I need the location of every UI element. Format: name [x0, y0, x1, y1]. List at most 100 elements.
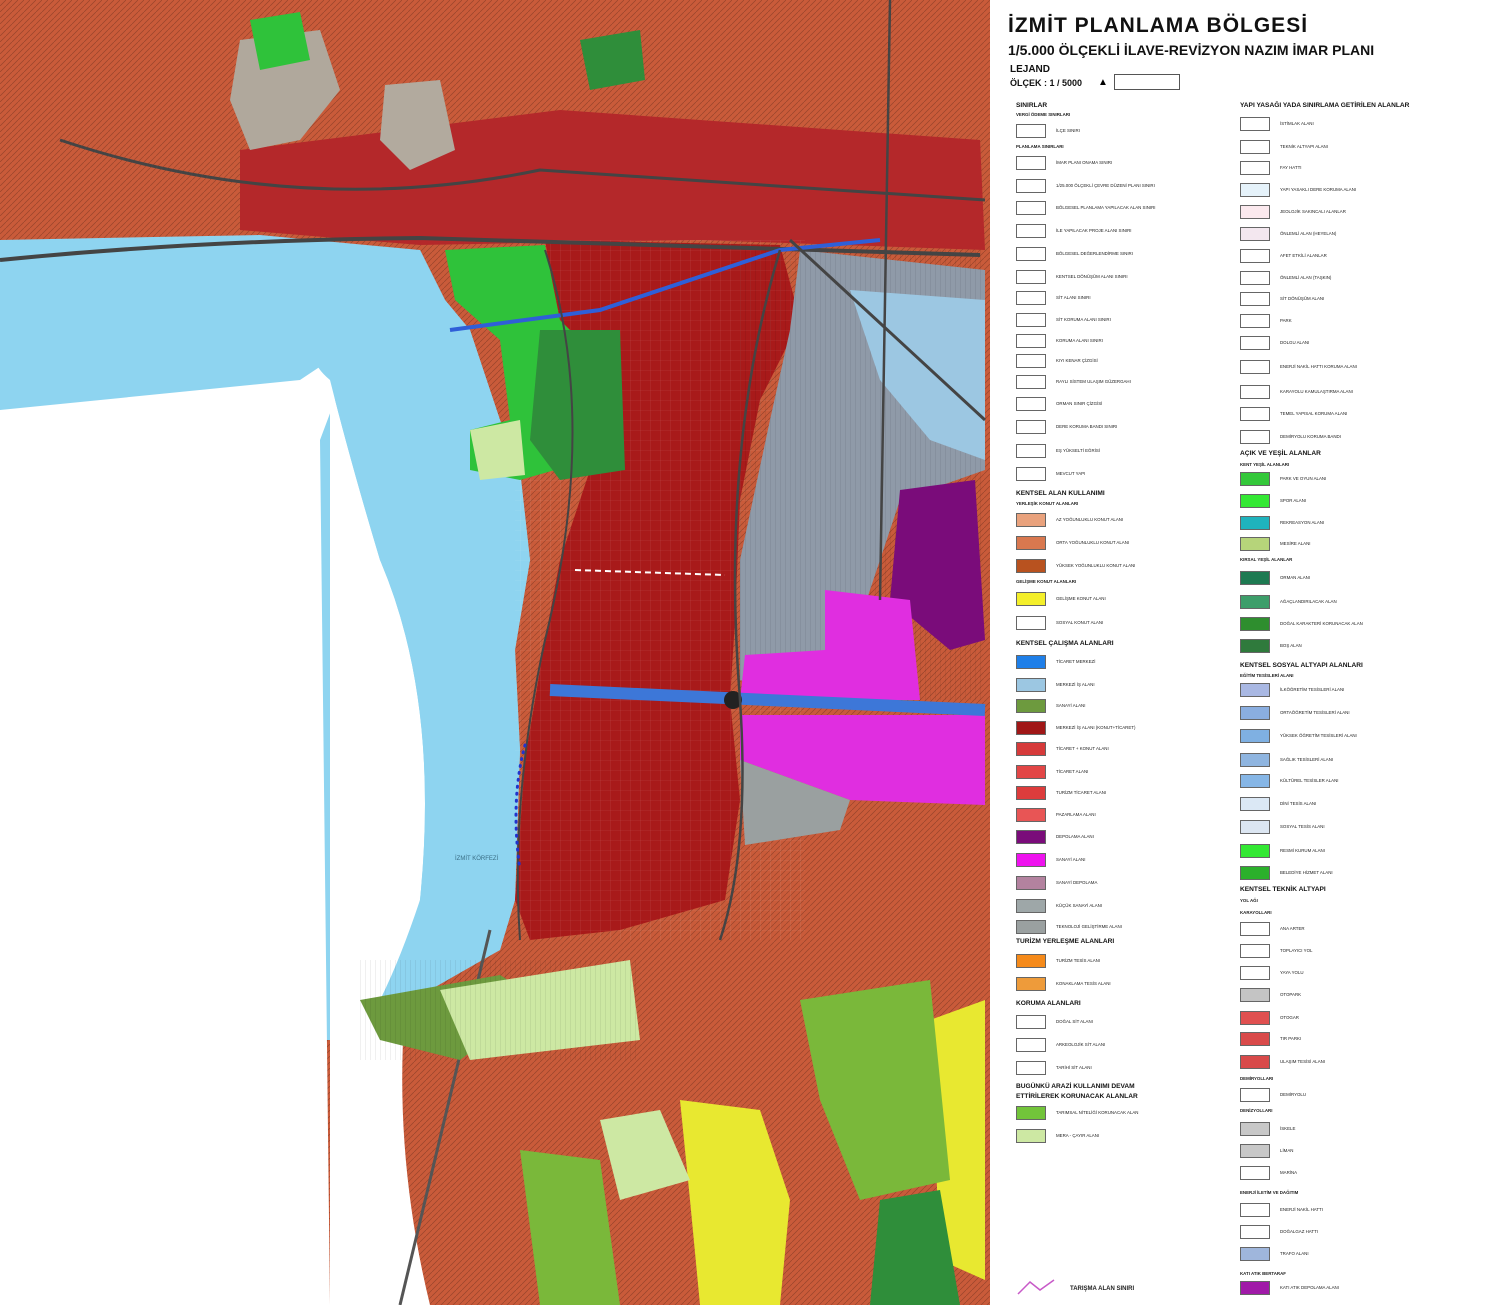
legend-swatch: [1240, 820, 1270, 834]
coast-dots: [514, 743, 527, 872]
legend-item-label: KARAYOLU KAMULAŞTIRMA ALANI: [1280, 389, 1353, 394]
legend-swatch: [1240, 1088, 1270, 1102]
legend-item: SİT DÖNÜŞÜM ALANI: [1240, 292, 1490, 307]
industry-magenta-2: [740, 715, 985, 805]
map-canvas[interactable]: İZMİT KÖRFEZİ: [0, 0, 990, 1305]
legend-item-label: TRAFO ALANI: [1280, 1251, 1309, 1256]
legend-item-label: TİCARET + KONUT ALANI: [1056, 746, 1109, 751]
legend-item: BELEDİYE HİZMET ALANI: [1240, 866, 1490, 881]
legend-item-label: FAY HATTI: [1280, 165, 1302, 170]
legend-item: EŞ YÜKSELTİ EĞRİSİ: [1016, 444, 1216, 459]
legend-item: TEKNOLOJİ GELİŞTİRME ALANI: [1016, 920, 1216, 935]
legend-swatch: [1240, 1225, 1270, 1239]
legend-item: TOPLAYICI YOL: [1240, 944, 1490, 959]
legend-item: OTOGAR: [1240, 1011, 1490, 1026]
south-yellow: [680, 1100, 790, 1305]
legend-item-label: YAPI YASAKLI DERE KORUMA ALANI: [1280, 187, 1357, 192]
plan-map[interactable]: İZMİT KÖRFEZİ: [0, 0, 990, 1305]
legend-item: ULAŞIM TESİSİ ALANI: [1240, 1055, 1490, 1070]
legend-item: TİCARET ALANI: [1016, 765, 1216, 780]
legend-item: SAĞLIK TESİSLERİ ALANI: [1240, 753, 1490, 768]
legend-section-title: KENTSEL ÇALIŞMA ALANLARI: [1016, 640, 1114, 647]
legend-swatch: [1016, 179, 1046, 193]
legend-item-label: TEKNİK ALTYAPI ALANI: [1280, 144, 1328, 149]
legend-item: YÜKSEK YOĞUNLUKLU KONUT ALANI: [1016, 559, 1216, 574]
legend-item: GELİŞME KONUT ALANI: [1016, 592, 1216, 607]
legend-swatch: [1016, 699, 1046, 713]
legend-item: YÜKSEK ÖĞRETİM TESİSLERİ ALANI: [1240, 729, 1490, 744]
legend-item: ENERJİ NAKİL HATTI: [1240, 1203, 1490, 1218]
legend-subsection-title: ENERJİ İLETİM VE DAĞITIM: [1240, 1190, 1299, 1195]
legend-section-title: KENTSEL ALAN KULLANIMI: [1016, 490, 1105, 497]
legend-swatch: [1240, 1281, 1270, 1295]
legend-swatch: [1240, 844, 1270, 858]
legend-item: ORTAÖĞRETİM TESİSLERİ ALANI: [1240, 706, 1490, 721]
coast-pale: [470, 420, 525, 480]
legend-item-label: KÜÇÜK SANAYİ ALANI: [1056, 903, 1103, 908]
legend-item: İLÇE SINIRI: [1016, 124, 1216, 139]
legend-item-label: PARK VE OYUN ALANI: [1280, 476, 1327, 481]
legend-item: DOLGU ALANI: [1240, 336, 1490, 351]
legend-item-label: OTOPARK: [1280, 992, 1302, 997]
legend-item-label: MESİRE ALANI: [1280, 541, 1311, 546]
legend-subsection-title: GELİŞME KONUT ALANLARI: [1016, 579, 1077, 584]
legend-item: AĞAÇLANDIRILACAK ALAN: [1240, 595, 1490, 610]
legend-item: TURİZM TİCARET ALANI: [1016, 786, 1216, 801]
legend-item-label: ORMAN SINIR ÇİZGİSİ: [1056, 401, 1103, 406]
legend-item: TARIMSAL NİTELİĞİ KORUNACAK ALAN: [1016, 1106, 1216, 1121]
legend-item-label: SANAYİ DEPOLAMA: [1056, 880, 1098, 885]
legend-item-label: ORMAN ALANI: [1280, 575, 1311, 580]
industry-magenta-1: [740, 590, 920, 700]
legend-swatch: [1240, 314, 1270, 328]
legend-swatch: [1240, 205, 1270, 219]
legend-swatch: [1240, 271, 1270, 285]
legend-swatch: [1016, 954, 1046, 968]
legend-item: MERA - ÇAYIR ALANI: [1016, 1129, 1216, 1144]
legend-swatch: [1016, 467, 1046, 481]
legend-panel: İZMİT PLANLAMA BÖLGESİ 1/5.000 ÖLÇEKLİ İ…: [990, 0, 1502, 1305]
legend-item: DEPOLAMA ALANI: [1016, 830, 1216, 845]
legend-item: JEOLOJİK SAKINCALI ALANLAR: [1240, 205, 1490, 220]
north-green-patch-2: [580, 30, 645, 90]
legend-item-label: LİMAN: [1280, 1148, 1294, 1153]
legend-item: DOĞAL KARAKTERİ KORUNACAK ALAN: [1240, 617, 1490, 632]
legend-subsection-title: DENİZYOLLARI: [1240, 1108, 1273, 1113]
legend-item: SANAYİ ALANI: [1016, 853, 1216, 868]
legend-swatch: [1240, 249, 1270, 263]
legend-swatch: [1016, 1015, 1046, 1029]
legend-swatch: [1016, 375, 1046, 389]
legend-item: MEVCUT YAPI: [1016, 467, 1216, 482]
legend-swatch: [1016, 678, 1046, 692]
legend-subsection-title: EĞİTİM TESİSLERİ ALANI: [1240, 673, 1294, 678]
legend-item-label: ENERJİ NAKİL HATTI: [1280, 1207, 1323, 1212]
legend-item: ÖNLEMLİ ALAN (TAŞKIN): [1240, 271, 1490, 286]
legend-item: SANAYİ DEPOLAMA: [1016, 876, 1216, 891]
legend-item: SİT KORUMA ALANI SINIRI: [1016, 313, 1216, 328]
blank-area: [0, 360, 335, 1305]
legend-item-label: TEKNOLOJİ GELİŞTİRME ALANI: [1056, 924, 1122, 929]
legend-item: MERKEZİ İŞ ALANI (KONUT+TİCARET): [1016, 721, 1216, 736]
legend-swatch: [1016, 742, 1046, 756]
legend-subsection-title: VERGİ ÖDEME SINIRLARI: [1016, 112, 1071, 117]
legend-item: MESİRE ALANI: [1240, 537, 1490, 552]
north-arrow-icon: ▲: [1098, 77, 1108, 88]
legend-item-label: GELİŞME KONUT ALANI: [1056, 596, 1106, 601]
storage-purple: [890, 480, 985, 650]
legend-item: TIR PARKI: [1240, 1032, 1490, 1047]
legend-swatch: [1016, 616, 1046, 630]
legend-swatch: [1016, 124, 1046, 138]
diagonal-rail: [788, 238, 987, 422]
legend-item: KIYI KENAR ÇİZGİSİ: [1016, 354, 1216, 369]
legend-swatch: [1240, 988, 1270, 1002]
legend-section-title: AÇIK VE YEŞİL ALANLAR: [1240, 450, 1321, 457]
legend-item-label: MARİNA: [1280, 1170, 1298, 1175]
legend-item-label: İSKELE: [1280, 1126, 1296, 1131]
legend-section-title: KENTSEL TEKNİK ALTYAPI: [1240, 886, 1326, 893]
legend-swatch: [1240, 797, 1270, 811]
legend-item: DEMİRYOLU KORUMA BANDI: [1240, 430, 1490, 445]
legend-subsection-title: YERLEŞİK KONUT ALANLARI: [1016, 501, 1079, 506]
legend-item-label: PAZARLAMA ALANI: [1056, 812, 1096, 817]
legend-item-label: DERE KORUMA BANDI SINIRI: [1056, 424, 1118, 429]
legend-item: MARİNA: [1240, 1166, 1490, 1181]
legend-swatch: [1240, 407, 1270, 421]
